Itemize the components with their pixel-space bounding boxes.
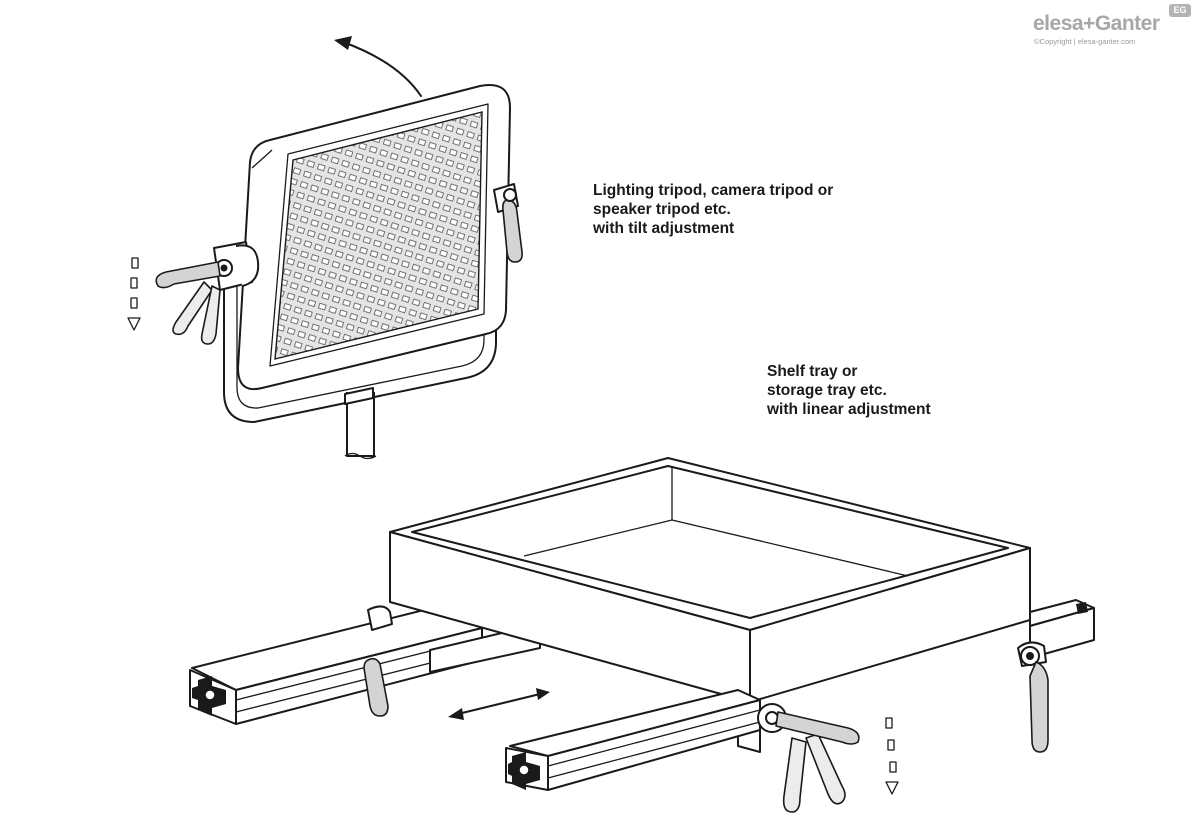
caption-line: Shelf tray or [767, 363, 858, 380]
front-lever-motion-arrow [885, 717, 899, 795]
caption-line: speaker tripod etc. [593, 201, 731, 218]
brand-name: elesa+Ganter [1033, 12, 1160, 35]
shelf-caption: Shelf tray or storage tray etc. with lin… [767, 362, 931, 419]
lever-motion-arrow [127, 257, 141, 331]
right-tilt-clamp-lever [493, 183, 523, 263]
caption-line: storage tray etc. [767, 382, 887, 399]
tripod-pole [344, 392, 377, 460]
brand-badge: EG [1169, 4, 1191, 17]
storage-tray [389, 457, 1031, 753]
brand-logo: elesa+Ganter EG ©Copyright | elesa-gante… [1033, 4, 1193, 50]
tilt-direction-arrow [334, 36, 422, 97]
caption-line: with linear adjustment [767, 401, 931, 418]
caption-line: Lighting tripod, camera tripod or [593, 182, 834, 199]
aluminium-profile-rail-right [1029, 599, 1095, 659]
lighting-tripod-illustration [127, 36, 523, 460]
led-grid [274, 111, 483, 360]
tilt-yoke [223, 231, 497, 423]
light-panel [237, 84, 511, 390]
aluminium-profile-rail-front [505, 689, 761, 791]
shelf-tray-illustration [189, 457, 1095, 813]
caption-line: with tilt adjustment [593, 220, 735, 237]
brand-copyright: ©Copyright | elesa-ganter.com [1034, 37, 1136, 46]
left-tilt-clamp-lever [127, 241, 260, 345]
right-rail-clamp-lever [1017, 641, 1049, 753]
front-rail-clamp-lever [757, 703, 899, 813]
tripod-caption: Lighting tripod, camera tripod or speake… [593, 181, 833, 238]
linear-adjustment-arrow [448, 688, 550, 720]
left-rail-clamp-lever [363, 605, 393, 717]
aluminium-profile-rail-left [189, 607, 483, 725]
